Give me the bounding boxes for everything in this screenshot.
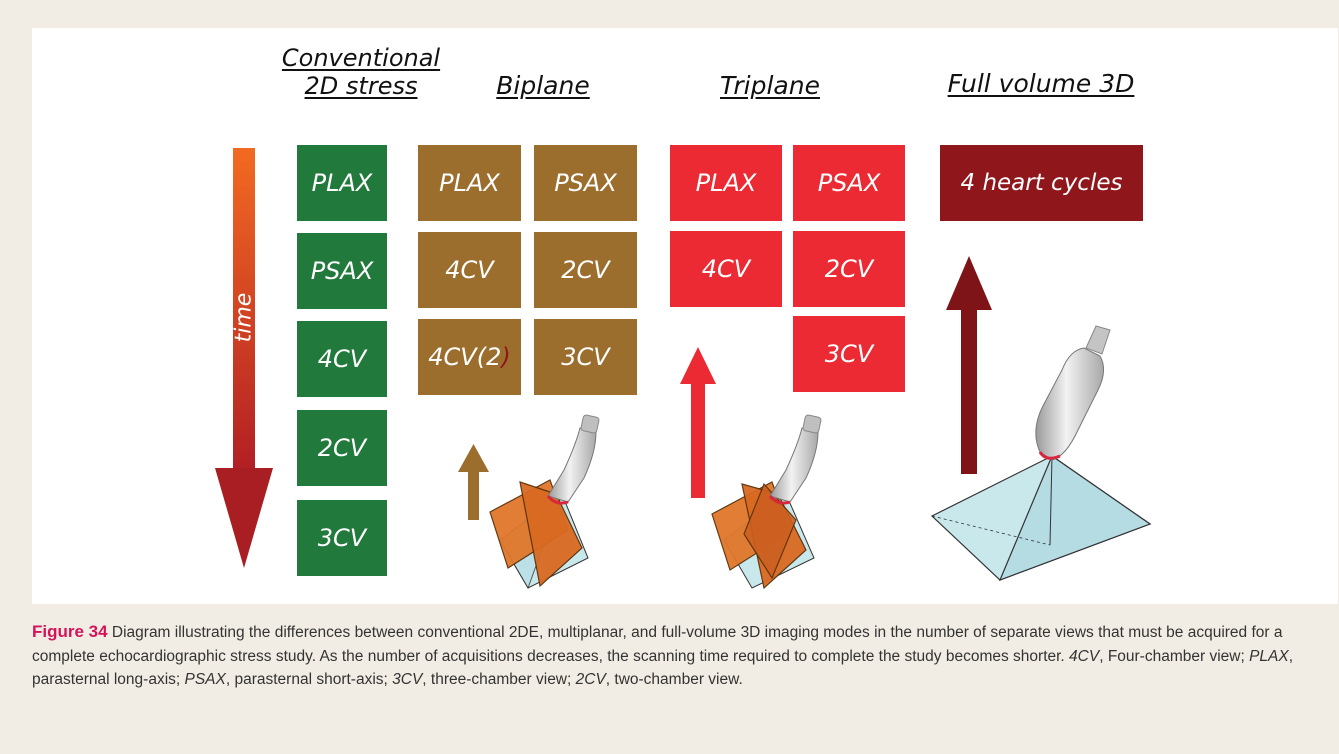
caption-def-psax: , parasternal short-axis;	[225, 671, 393, 688]
view-biplane-4cv: 4CV	[418, 232, 521, 308]
caption-abbr-psax: PSAX	[184, 671, 226, 688]
caption-def-plax: , parasternal long-axis;	[32, 647, 1294, 689]
view-biplane-plax: PLAX	[418, 145, 521, 221]
caption-def-4cv: , Four-chamber view;	[1099, 647, 1250, 665]
heading-biplane: Biplane	[496, 71, 590, 100]
view-triplane-3cv: 3CV	[793, 316, 905, 392]
caption-abbr-2cv: 2CV	[575, 671, 606, 688]
view-biplane-4cv2-label: 4CV(2	[428, 343, 502, 371]
view-conventional-2cv: 2CV	[297, 410, 387, 486]
view-biplane-3cv: 3CV	[534, 319, 637, 395]
figure-caption: Figure 34 Diagram illustrating the diffe…	[32, 620, 1332, 692]
full-volume-probe-icon	[930, 325, 1152, 582]
view-biplane-4cv2-paren: )	[501, 343, 511, 371]
heading-full-volume: Full volume 3D	[947, 69, 1135, 98]
caption-def-2cv: , two-chamber view.	[605, 671, 743, 688]
caption-def-3cv: , three-chamber view;	[422, 671, 576, 688]
full-volume-arrow	[946, 256, 992, 474]
view-biplane-4cv2: 4CV(2)	[418, 319, 521, 395]
biplane-arrow	[458, 444, 489, 520]
time-label: time	[231, 292, 257, 343]
view-biplane-2cv: 2CV	[534, 232, 637, 308]
caption-abbr-4cv: 4CV	[1069, 647, 1100, 665]
time-arrow	[215, 148, 273, 568]
view-conventional-3cv: 3CV	[297, 500, 387, 576]
heading-triplane: Triplane	[720, 71, 820, 100]
view-triplane-4cv: 4CV	[670, 231, 782, 307]
view-conventional-4cv: 4CV	[297, 321, 387, 397]
figure-label: Figure 34	[32, 622, 108, 641]
triplane-arrow	[680, 347, 716, 498]
caption-abbr-3cv: 3CV	[392, 671, 423, 688]
view-biplane-psax: PSAX	[534, 145, 637, 221]
triplane-probe-icon	[711, 414, 822, 590]
view-conventional-psax: PSAX	[297, 233, 387, 309]
view-conventional-plax: PLAX	[297, 145, 387, 221]
caption-text: Diagram illustrating the differences bet…	[32, 624, 1283, 665]
view-triplane-2cv: 2CV	[793, 231, 905, 307]
view-triplane-plax: PLAX	[670, 145, 782, 221]
view-triplane-psax: PSAX	[793, 145, 905, 221]
view-full-volume-4-heart-cycles: 4 heart cycles	[940, 145, 1143, 221]
heading-conventional: Conventional 2D stress	[281, 44, 441, 100]
caption-abbr-plax: PLAX	[1249, 647, 1289, 665]
biplane-probe-icon	[489, 414, 600, 590]
